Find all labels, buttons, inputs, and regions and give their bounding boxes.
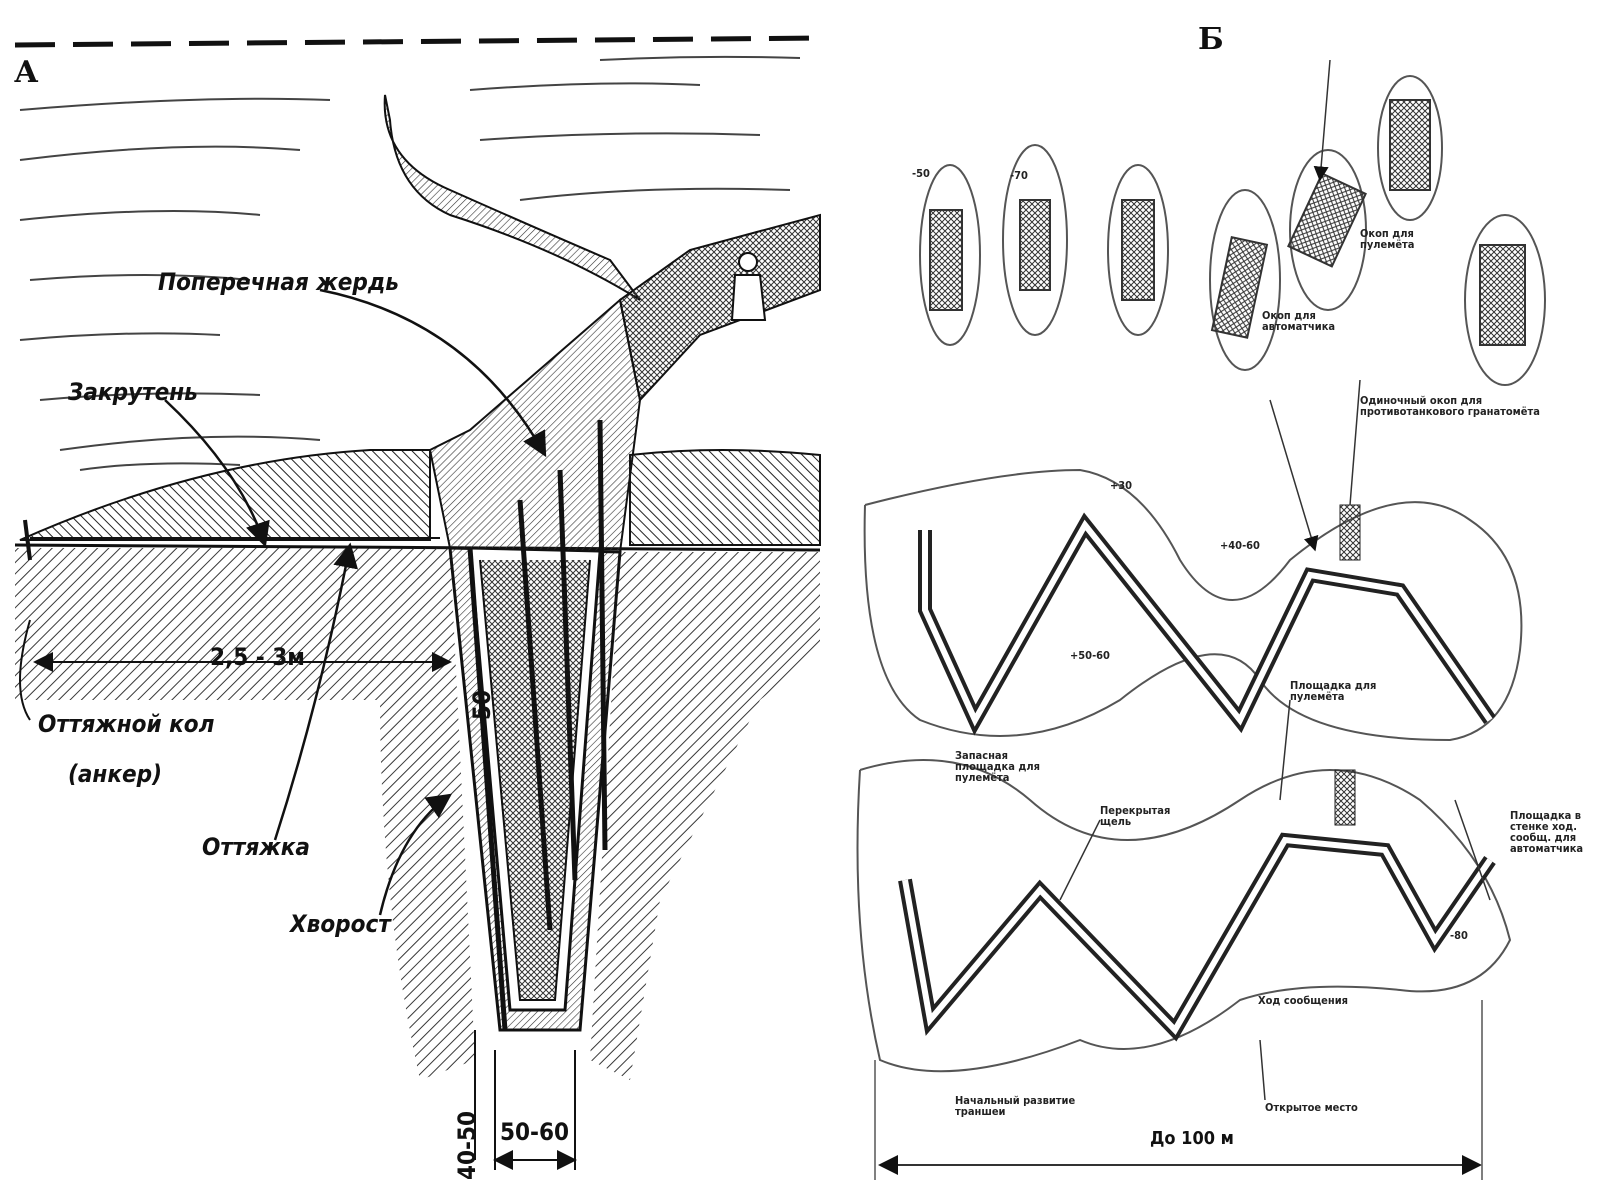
- revetment-back: [428, 298, 642, 554]
- dim-mark: -70: [1010, 169, 1028, 182]
- label-bottom-width: 50-60: [500, 1118, 570, 1146]
- zigzag-trench-lower: [898, 832, 1496, 1042]
- label-bottom-depth: 40-50: [453, 1110, 481, 1180]
- label-guy: Оттяжка: [202, 833, 310, 861]
- label-mg-niche: Площадка для пулемёта: [1290, 679, 1377, 703]
- ground-section-right: [590, 552, 820, 1080]
- label-at-cell: Одиночный окоп для противотанкового гран…: [1360, 394, 1540, 418]
- label-anchor-line2: (анкер): [68, 760, 162, 788]
- panel-a-drawing: [14, 35, 821, 1170]
- label-length: До 100 м: [1150, 1128, 1234, 1149]
- label-anchor-line1: Оттяжной кол: [38, 710, 215, 738]
- label-cross-pole: Поперечная жердь: [158, 268, 399, 296]
- label-twist: Закрутень: [68, 378, 198, 406]
- panel-b-letter: Б: [1198, 22, 1224, 57]
- horizon-line: [14, 35, 821, 48]
- panel-b-drawing: [856, 59, 1546, 1180]
- parapet-right: [629, 449, 821, 546]
- parapet-left: [19, 449, 431, 541]
- anchor-stake-icon: [23, 519, 32, 561]
- label-gap-note: Начальный развитие траншеи: [955, 1094, 1076, 1118]
- mg-niche: [1339, 504, 1361, 561]
- label-trench-passage: Ход сообщения: [1258, 994, 1349, 1007]
- dim-mark: -80: [1450, 929, 1468, 942]
- soldier-figure: [730, 252, 767, 321]
- label-smg-cell: Окоп для автоматчика: [1262, 309, 1336, 333]
- label-depth-50: 50: [468, 689, 496, 720]
- zigzag-trench-lower-outline: [856, 759, 1512, 1073]
- individual-cells-row: [919, 75, 1546, 386]
- label-width-dimension: 2,5 - 3м: [210, 643, 305, 671]
- label-open-place: Открытое место: [1265, 1101, 1358, 1114]
- ground-section-left: [15, 548, 475, 1080]
- label-smg-niche: Площадка в стенке ход. сообщ. для автома…: [1510, 809, 1584, 855]
- revetment-wall-right: [618, 213, 821, 403]
- dim-mark: +40-60: [1220, 539, 1260, 552]
- dim-mark: +30: [1110, 479, 1133, 492]
- dim-mark: +50-60: [1070, 649, 1110, 662]
- label-mg-spare: Запасная площадка для пулемёта: [955, 749, 1040, 784]
- distant-trench: [383, 94, 641, 301]
- label-brushwood: Хворост: [290, 910, 391, 938]
- panel-a-letter: А: [14, 55, 39, 90]
- label-mg-cell: Окоп для пулемёта: [1360, 227, 1415, 251]
- dim-mark: -50: [912, 167, 930, 180]
- label-crossing: Перекрытая щель: [1100, 804, 1171, 828]
- field-texture: [19, 55, 801, 471]
- zigzag-trench-upper-outline: [863, 468, 1523, 742]
